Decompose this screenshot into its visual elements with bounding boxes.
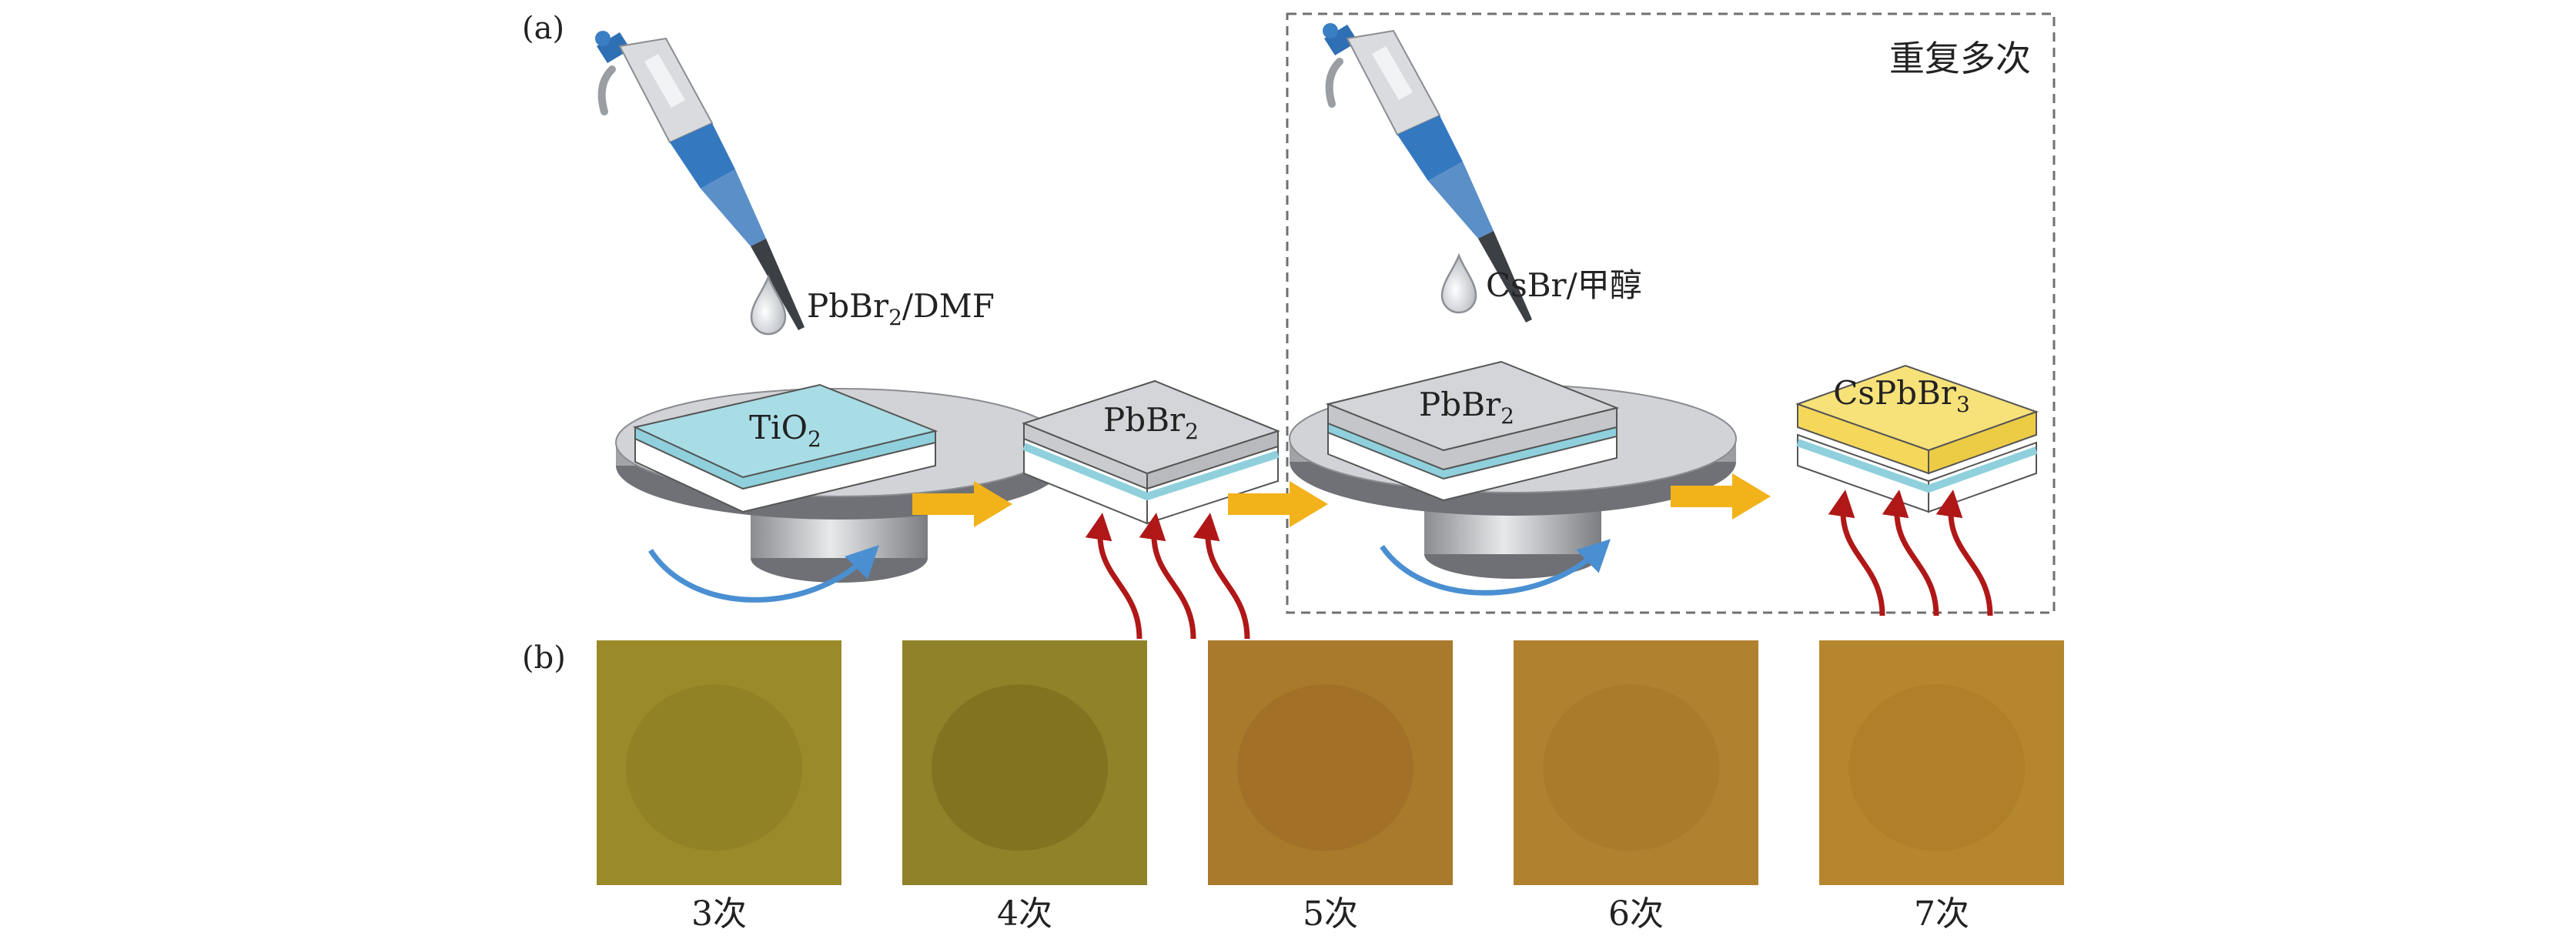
sample-photo-shading-2 [932,684,1109,851]
film-stack-pbbr2: PbBr2 [1022,379,1280,525]
film-label-pbbr2: PbBr2 [1103,401,1199,444]
panel-a-label: (a) [522,11,564,46]
sample-photo-shading-4 [1543,684,1720,851]
spin-coater-2: PbBr2 [1289,360,1737,580]
repeat-frame [1286,12,2056,614]
spin-coater-1: TiO2 [615,383,1063,583]
film-label-tio2: TiO2 [749,409,821,452]
rotation-arrow-1 [648,545,879,603]
sample-caption-2: 4次 [997,894,1052,934]
rotation-arrow-2 [1380,539,1611,596]
solution-csbr-methanol: CsBr/甲醇 [1486,266,1642,304]
sample-photo-shading-5 [1848,684,2026,851]
sample-photo-shading-3 [1237,684,1414,851]
solution-pbbr2-dmf: PbBr2/DMF [807,287,995,330]
sample-caption-5: 7次 [1914,894,1969,934]
heat-arrows-2 [1843,500,1990,616]
sample-caption-3: 5次 [1303,894,1358,934]
sample-caption-4: 6次 [1608,894,1664,934]
repeat-label: 重复多次 [1889,38,2031,79]
droplet-icon-repeat [1440,254,1477,314]
sample-caption-1: 3次 [691,894,747,934]
heat-arrows-1 [1100,523,1247,639]
film-stack-cspbbr3: CsPbBr3 [1795,364,2039,513]
sample-photos: 3次 4次 5次 6次 7次 [597,640,2064,934]
film-label-cspbbr3: CsPbBr3 [1833,374,1970,417]
panel-b-label: (b) [522,640,566,676]
film-label-pbbr2-repeat: PbBr2 [1419,386,1514,429]
sample-photo-shading-1 [626,684,803,851]
